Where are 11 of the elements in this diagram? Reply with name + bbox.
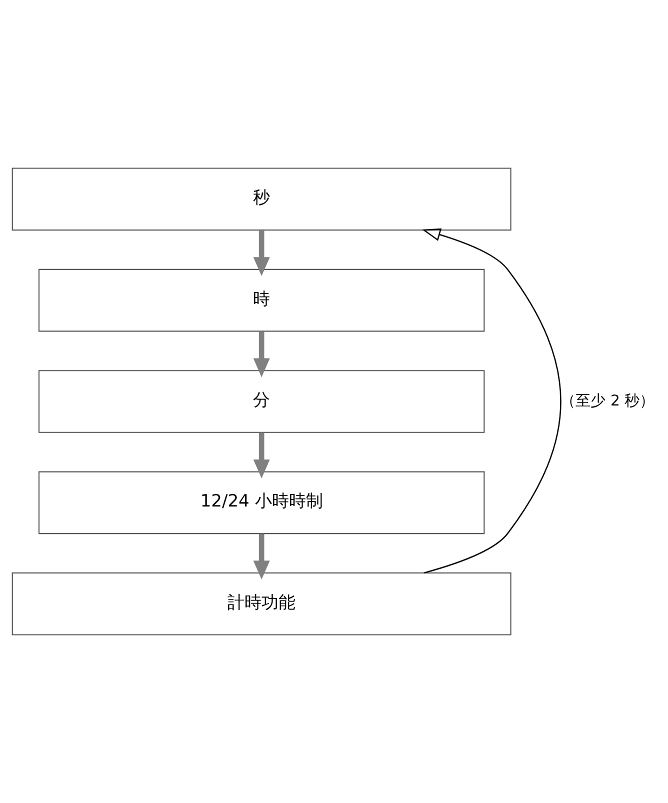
arrow xyxy=(422,228,562,574)
node-box: 計時功能 xyxy=(12,572,512,636)
arrow xyxy=(253,230,270,276)
node-box: 秒 xyxy=(12,168,512,231)
arrow xyxy=(253,432,270,478)
edge-label: （至少 2 秒） xyxy=(560,391,655,410)
arrow xyxy=(253,534,270,580)
arrow xyxy=(253,331,270,378)
node-box: 12/24 小時時制 xyxy=(38,471,485,534)
node-box: 時 xyxy=(38,268,485,332)
node-box: 分 xyxy=(38,370,485,433)
